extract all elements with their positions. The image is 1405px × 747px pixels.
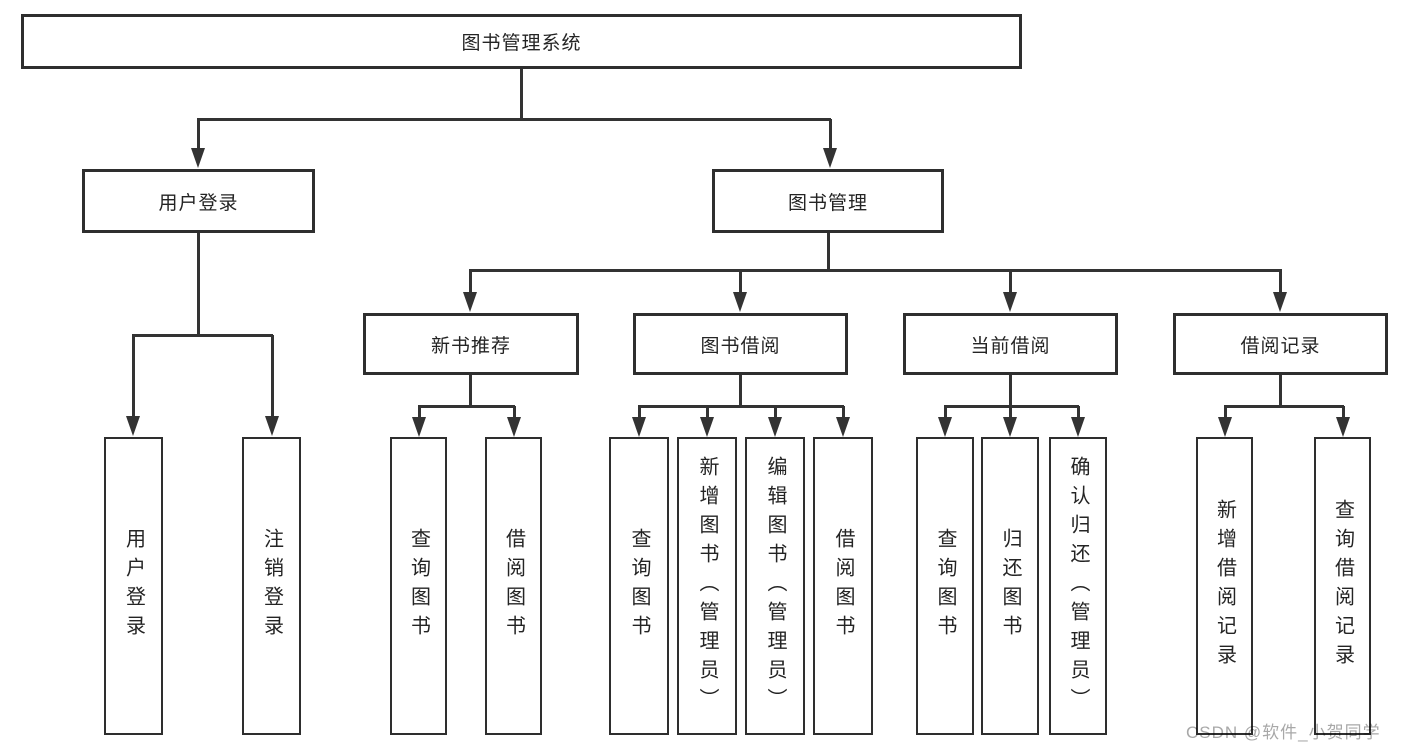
connector-borrow-record-stem bbox=[1279, 375, 1282, 406]
connector-drop bbox=[513, 406, 516, 417]
node-current-borrow: 当前借阅 bbox=[903, 313, 1118, 375]
connector-book-borrow-rail bbox=[638, 405, 844, 408]
node-label: 借阅记录 bbox=[1240, 335, 1321, 357]
leaf-record-add-borrow-record: 新增借阅记录 bbox=[1196, 437, 1253, 735]
node-label: 图书管理 bbox=[787, 192, 868, 214]
connector-drop bbox=[1077, 406, 1080, 417]
connector-user-login-stem bbox=[197, 233, 200, 335]
connector-book-borrow-stem bbox=[739, 375, 742, 406]
node-label: 新增图书（管理员） bbox=[696, 455, 718, 717]
connector-drop-new-book bbox=[469, 270, 472, 292]
connector-drop bbox=[774, 406, 777, 417]
connector-drop-leaf-user-login bbox=[132, 335, 135, 417]
node-label: 借阅图书 bbox=[832, 528, 854, 644]
down-arrow-icon bbox=[1003, 417, 1017, 437]
node-label: 编辑图书（管理员） bbox=[764, 455, 786, 717]
connector-drop bbox=[1009, 406, 1012, 417]
connector-drop bbox=[842, 406, 845, 417]
node-book-management: 图书管理 bbox=[712, 169, 944, 233]
node-label: 借阅图书 bbox=[502, 528, 525, 644]
down-arrow-icon bbox=[1273, 292, 1287, 312]
leaf-borrow-edit-books-admin: 编辑图书（管理员） bbox=[745, 437, 805, 735]
down-arrow-icon bbox=[938, 417, 952, 437]
connector-book-management-stem bbox=[827, 233, 830, 270]
down-arrow-icon bbox=[1336, 417, 1350, 437]
connector-drop-book-management bbox=[829, 119, 832, 149]
leaf-current-confirm-return-admin: 确认归还（管理员） bbox=[1049, 437, 1107, 735]
connector-drop-user-login bbox=[197, 119, 200, 149]
node-label: 图书借阅 bbox=[700, 335, 781, 357]
node-label: 查询图书 bbox=[934, 528, 956, 644]
connector-user-login-rail bbox=[132, 334, 273, 337]
node-user-login: 用户登录 bbox=[82, 169, 315, 233]
node-label: 查询借阅记录 bbox=[1331, 499, 1354, 673]
node-label: 归还图书 bbox=[999, 528, 1021, 644]
down-arrow-icon bbox=[507, 417, 521, 437]
connector-drop bbox=[418, 406, 421, 417]
leaf-user-login: 用户登录 bbox=[104, 437, 163, 735]
leaf-current-query-books: 查询图书 bbox=[916, 437, 974, 735]
down-arrow-icon bbox=[463, 292, 477, 312]
down-arrow-icon bbox=[823, 148, 837, 168]
node-label: 注销登录 bbox=[260, 528, 283, 644]
connector-drop-borrow-record bbox=[1279, 270, 1282, 292]
down-arrow-icon bbox=[126, 416, 140, 436]
leaf-current-return-books: 归还图书 bbox=[981, 437, 1039, 735]
node-label: 当前借阅 bbox=[970, 335, 1051, 357]
node-label: 图书管理系统 bbox=[461, 33, 582, 54]
connector-current-borrow-stem bbox=[1009, 375, 1012, 406]
connector-new-book-rail bbox=[418, 405, 515, 408]
node-library-management-system: 图书管理系统 bbox=[21, 14, 1022, 69]
connector-drop bbox=[706, 406, 709, 417]
down-arrow-icon bbox=[836, 417, 850, 437]
node-label: 用户登录 bbox=[122, 528, 145, 644]
node-borrow-record: 借阅记录 bbox=[1173, 313, 1388, 375]
down-arrow-icon bbox=[768, 417, 782, 437]
down-arrow-icon bbox=[412, 417, 426, 437]
down-arrow-icon bbox=[1218, 417, 1232, 437]
node-label: 确认归还（管理员） bbox=[1067, 455, 1089, 717]
csdn-watermark: CSDN @软件_小贺同学 bbox=[1186, 723, 1381, 742]
down-arrow-icon bbox=[733, 292, 747, 312]
leaf-record-query-borrow-record: 查询借阅记录 bbox=[1314, 437, 1371, 735]
node-new-book-recommend: 新书推荐 bbox=[363, 313, 579, 375]
node-book-borrow: 图书借阅 bbox=[633, 313, 848, 375]
connector-borrow-record-rail bbox=[1224, 405, 1344, 408]
node-label: 查询图书 bbox=[407, 528, 430, 644]
down-arrow-icon bbox=[191, 148, 205, 168]
down-arrow-icon bbox=[265, 416, 279, 436]
connector-book-management-rail bbox=[469, 269, 1282, 272]
connector-drop-current-borrow bbox=[1009, 270, 1012, 292]
connector-new-book-stem bbox=[469, 375, 472, 406]
connector-root-stem bbox=[520, 69, 523, 119]
connector-drop bbox=[1224, 406, 1227, 417]
leaf-borrow-borrow-books: 借阅图书 bbox=[813, 437, 873, 735]
down-arrow-icon bbox=[1003, 292, 1017, 312]
node-label: 查询图书 bbox=[628, 528, 650, 644]
node-label: 新书推荐 bbox=[430, 335, 511, 357]
down-arrow-icon bbox=[632, 417, 646, 437]
connector-drop bbox=[1342, 406, 1345, 417]
down-arrow-icon bbox=[700, 417, 714, 437]
node-label: 新增借阅记录 bbox=[1213, 499, 1236, 673]
leaf-logout: 注销登录 bbox=[242, 437, 301, 735]
connector-drop-leaf-logout bbox=[271, 335, 274, 417]
leaf-newbook-query-books: 查询图书 bbox=[390, 437, 447, 735]
node-label: 用户登录 bbox=[158, 192, 239, 214]
leaf-borrow-query-books: 查询图书 bbox=[609, 437, 669, 735]
down-arrow-icon bbox=[1071, 417, 1085, 437]
connector-drop-book-borrow bbox=[739, 270, 742, 292]
connector-drop bbox=[638, 406, 641, 417]
connector-root-rail bbox=[197, 118, 831, 121]
leaf-newbook-borrow-books: 借阅图书 bbox=[485, 437, 542, 735]
leaf-borrow-add-books-admin: 新增图书（管理员） bbox=[677, 437, 737, 735]
connector-drop bbox=[944, 406, 947, 417]
